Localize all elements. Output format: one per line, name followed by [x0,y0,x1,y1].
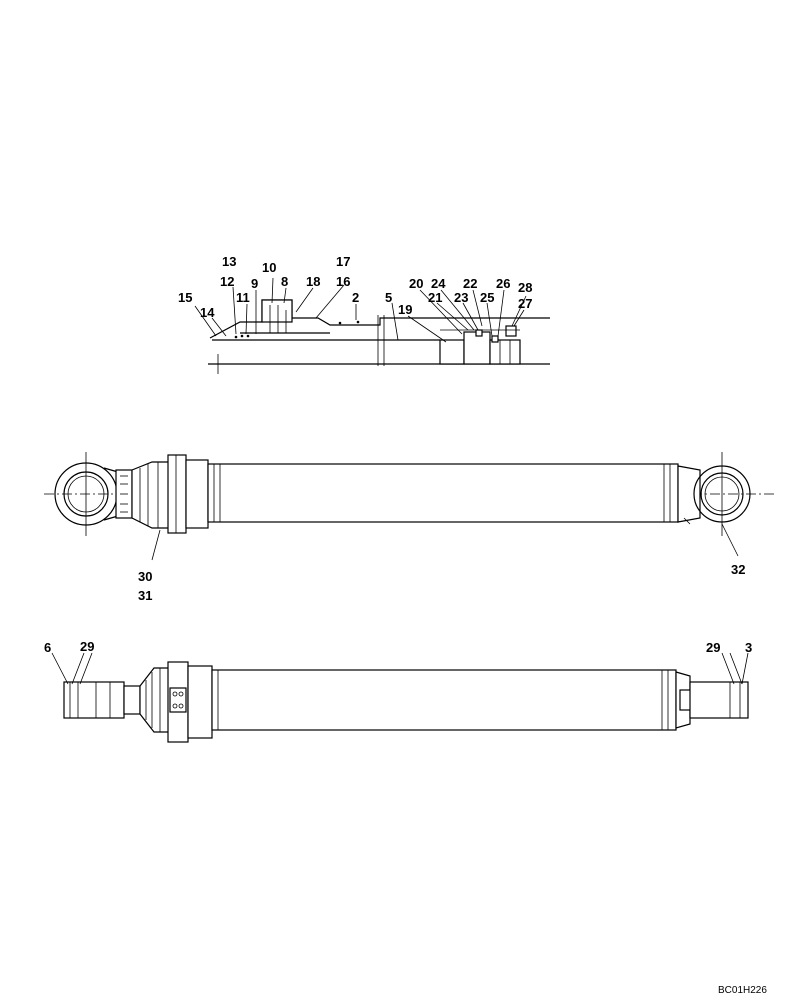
label-30: 30 [138,569,152,584]
label-29-left: 29 [80,639,94,654]
label-10: 10 [262,260,276,275]
label-5: 5 [385,290,392,305]
label-22: 22 [463,276,477,291]
label-27: 27 [518,296,532,311]
label-16: 16 [336,274,350,289]
label-25: 25 [480,290,494,305]
top-view: 30 31 32 [44,452,776,603]
label-31: 31 [138,588,152,603]
label-32: 32 [731,562,745,577]
label-28: 28 [518,280,532,295]
label-20: 20 [409,276,423,291]
drawing-code: BC01H226 [718,985,767,996]
label-17: 17 [336,254,350,269]
label-14: 14 [200,305,215,320]
label-15: 15 [178,290,192,305]
label-11: 11 [236,290,250,305]
side-view: 6 29 29 3 [44,639,752,743]
label-9: 9 [251,276,258,291]
label-18: 18 [306,274,320,289]
section-view: 13 12 10 9 8 17 16 18 11 2 15 14 5 19 20… [178,254,550,374]
label-2: 2 [352,290,359,305]
label-13: 13 [222,254,236,269]
label-23: 23 [454,290,468,305]
label-19: 19 [398,302,412,317]
label-8: 8 [281,274,288,289]
label-21: 21 [428,290,442,305]
label-12: 12 [220,274,234,289]
label-26: 26 [496,276,510,291]
label-6: 6 [44,640,51,655]
label-29-right: 29 [706,640,720,655]
label-3: 3 [745,640,752,655]
label-24: 24 [431,276,446,291]
